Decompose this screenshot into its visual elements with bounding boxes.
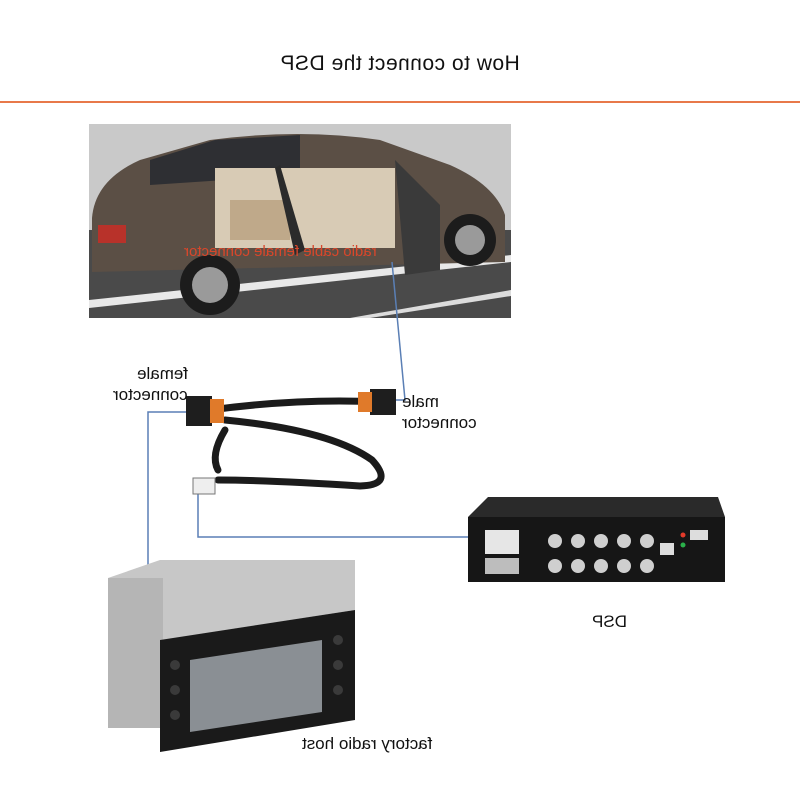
radio-host-label: factory radio host — [302, 734, 433, 753]
title-divider — [0, 101, 800, 103]
male-connector-plug — [358, 389, 396, 415]
radio-host-unit — [108, 560, 355, 752]
female-connector-label: female connector — [113, 364, 188, 404]
small-plug — [192, 477, 216, 495]
car-photo — [89, 124, 511, 318]
male-connector-label: male connector — [402, 392, 477, 432]
female-connector-plug — [186, 396, 224, 426]
dsp-label: DSP — [592, 612, 627, 631]
car-photo-caption: radio cable female connector — [183, 243, 377, 260]
dsp-unit — [468, 497, 725, 582]
harness-cable — [206, 397, 385, 490]
connection-wires — [147, 261, 488, 600]
